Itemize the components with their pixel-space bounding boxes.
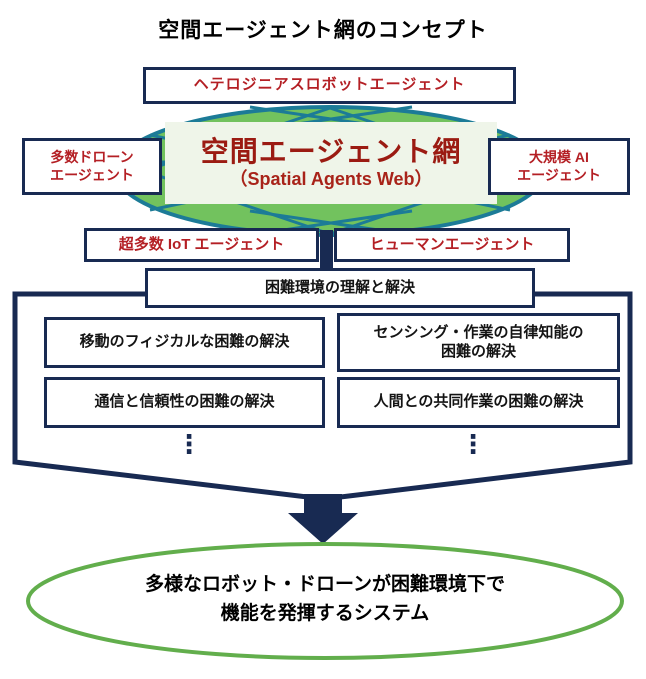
agent-box-iot: 超多数 IoT エージェント (84, 228, 319, 262)
outcome-ellipse (26, 542, 624, 660)
challenge-label: 移動のフィジカルな困難の解決 (79, 333, 290, 351)
core-to-challenges-connector (320, 230, 333, 272)
down-arrow-icon (288, 494, 358, 544)
challenge-label: 通信と信頼性の困難の解決 (94, 393, 275, 411)
outcome-line: 多様なロボット・ドローンが困難環境下で (144, 574, 506, 595)
core-label-box: 空間エージェント網 （Spatial Agents Web） (165, 122, 497, 204)
challenge-label: 人間との共同作業の困難の解決 (373, 393, 584, 411)
agent-label: ヒューマンエージェント (369, 235, 535, 253)
ellipsis-icon: ⋮ (176, 430, 202, 460)
outcome-text: 多様なロボット・ドローンが困難環境下で 機能を発揮するシステム (28, 570, 622, 629)
challenge-box-communication: 通信と信頼性の困難の解決 (44, 377, 325, 428)
agent-label: 超多数 IoT エージェント (118, 235, 285, 253)
agent-label: 大規模 AI (529, 149, 589, 165)
page-title: 空間エージェント網のコンセプト (158, 19, 488, 42)
agent-box-heterogeneous-robot: ヘテロジニアスロボットエージェント (143, 67, 516, 104)
core-title: 空間エージェント網 (200, 135, 462, 167)
ellipsis-icon: ⋮ (460, 430, 486, 460)
outcome-line: 機能を発揮するシステム (220, 603, 430, 625)
agent-box-drone: 多数ドローン エージェント (22, 138, 162, 195)
challenge-box-mobility: 移動のフィジカルな困難の解決 (44, 317, 325, 368)
core-subtitle: （Spatial Agents Web） (229, 168, 433, 189)
challenges-header-label: 困難環境の理解と解決 (264, 278, 415, 296)
challenges-header-box: 困難環境の理解と解決 (145, 268, 535, 308)
challenge-label: センシング・作業の自律知能の (373, 323, 584, 341)
agent-label: 多数ドローン (50, 149, 134, 165)
agent-label: エージェント (50, 166, 134, 183)
agent-box-human: ヒューマンエージェント (334, 228, 570, 262)
challenge-box-sensing: センシング・作業の自律知能の 困難の解決 (337, 313, 620, 372)
agent-label: ヘテロジニアスロボットエージェント (193, 76, 466, 94)
challenge-box-human-collaboration: 人間との共同作業の困難の解決 (337, 377, 620, 428)
agent-label: エージェント (517, 166, 601, 183)
challenge-label: 困難の解決 (440, 342, 516, 360)
agent-box-large-ai: 大規模 AI エージェント (488, 138, 630, 195)
